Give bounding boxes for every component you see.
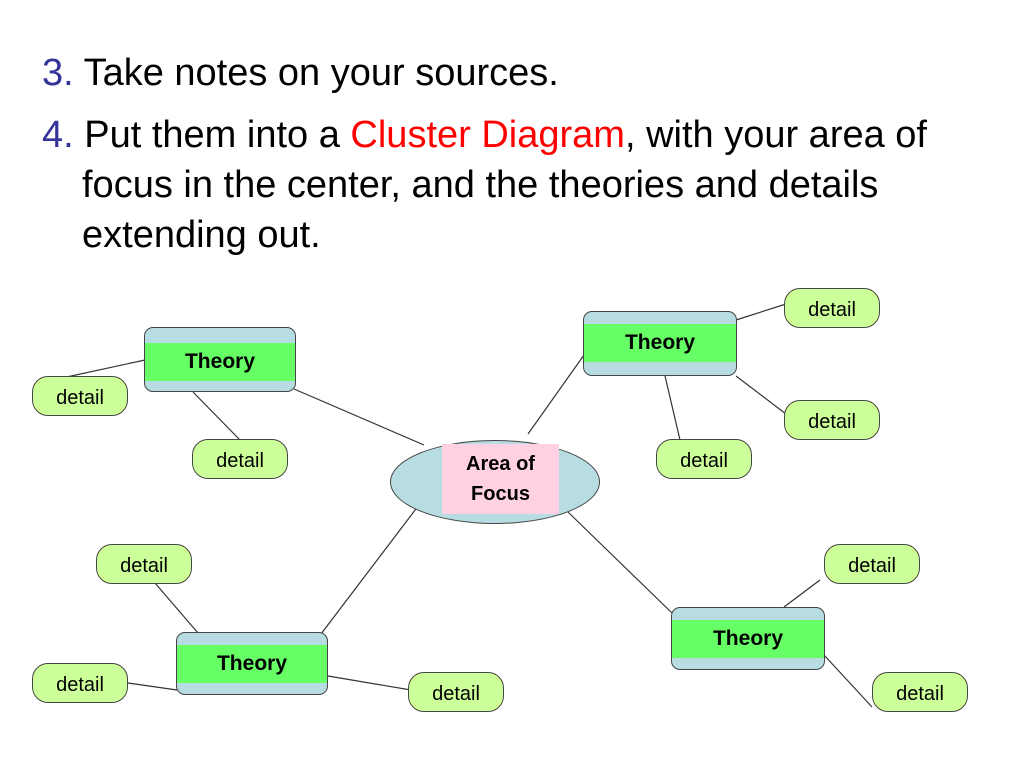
theory-label: Theory [177, 645, 327, 683]
step-4-highlight: Cluster Diagram [350, 114, 625, 156]
area-of-focus-node: Area of Focus [390, 440, 600, 524]
focus-line-1: Area of [466, 453, 535, 475]
step-3-number: 3. [42, 52, 74, 94]
step-4: 4. Put them into a Cluster Diagram, with… [42, 110, 1002, 260]
area-of-focus-label: Area of Focus [442, 444, 559, 514]
theory-label: Theory [672, 620, 824, 658]
step-4-text-before: Put them into a [84, 114, 351, 156]
step-3-text: Take notes on your sources. [83, 52, 559, 94]
detail-node: detail [408, 672, 504, 712]
detail-node: detail [96, 544, 192, 584]
theory-node-top-right: Theory [583, 311, 737, 376]
detail-node: detail [872, 672, 968, 712]
detail-node: detail [656, 439, 752, 479]
detail-node: detail [32, 663, 128, 703]
step-3: 3. Take notes on your sources. [42, 48, 1002, 98]
detail-node: detail [192, 439, 288, 479]
detail-node: detail [784, 400, 880, 440]
detail-node: detail [784, 288, 880, 328]
theory-label: Theory [584, 324, 736, 362]
detail-node: detail [824, 544, 920, 584]
focus-line-2: Focus [471, 483, 530, 505]
slide-text: 3. Take notes on your sources. 4. Put th… [42, 48, 1002, 272]
step-4-text-after: , with your area of focus in the center,… [82, 114, 927, 256]
detail-node: detail [32, 376, 128, 416]
theory-label: Theory [145, 343, 295, 381]
step-4-number: 4. [42, 114, 74, 156]
theory-node-top-left: Theory [144, 327, 296, 392]
theory-node-bottom-left: Theory [176, 632, 328, 695]
theory-node-bottom-right: Theory [671, 607, 825, 670]
